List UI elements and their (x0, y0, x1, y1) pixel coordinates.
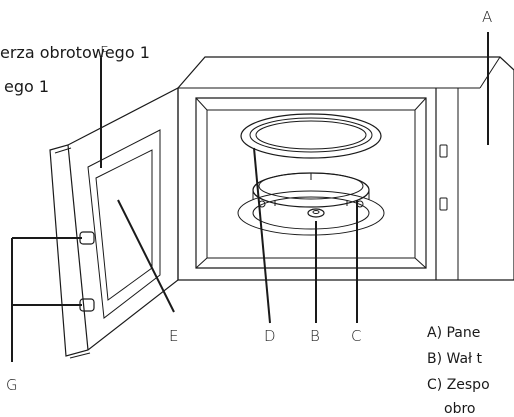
leader-d (253, 147, 271, 324)
legend-item-b: B) Wał t (427, 351, 482, 367)
leader-lines (11, 32, 489, 362)
callout-e: E (169, 327, 178, 345)
leader-e (117, 199, 175, 313)
callout-f: F (100, 43, 109, 61)
microwave-door (49, 87, 179, 359)
control-panel (435, 88, 459, 280)
heading-line-1: erza obrotowego 1 (0, 43, 150, 62)
oven-cavity (195, 97, 427, 269)
legend-item-c: C) Zespo (427, 377, 490, 393)
parts-legend: A) Pane B) Wał t C) Zespo obro (427, 325, 490, 417)
microwave-body (177, 56, 514, 281)
cavity-floor (237, 190, 385, 236)
callout-a: A (482, 8, 492, 26)
callout-b: B (310, 327, 320, 345)
heading-line-2: ego 1 (4, 77, 49, 96)
roller-ring (252, 172, 370, 208)
callout-g: G (6, 376, 18, 394)
legend-item-a: A) Pane (427, 325, 480, 341)
legend-item-c-cont: obro (444, 401, 475, 417)
callout-c: C (351, 327, 361, 345)
callout-d: D (264, 327, 276, 345)
turntable-shaft (307, 208, 325, 218)
glass-tray (240, 113, 382, 159)
